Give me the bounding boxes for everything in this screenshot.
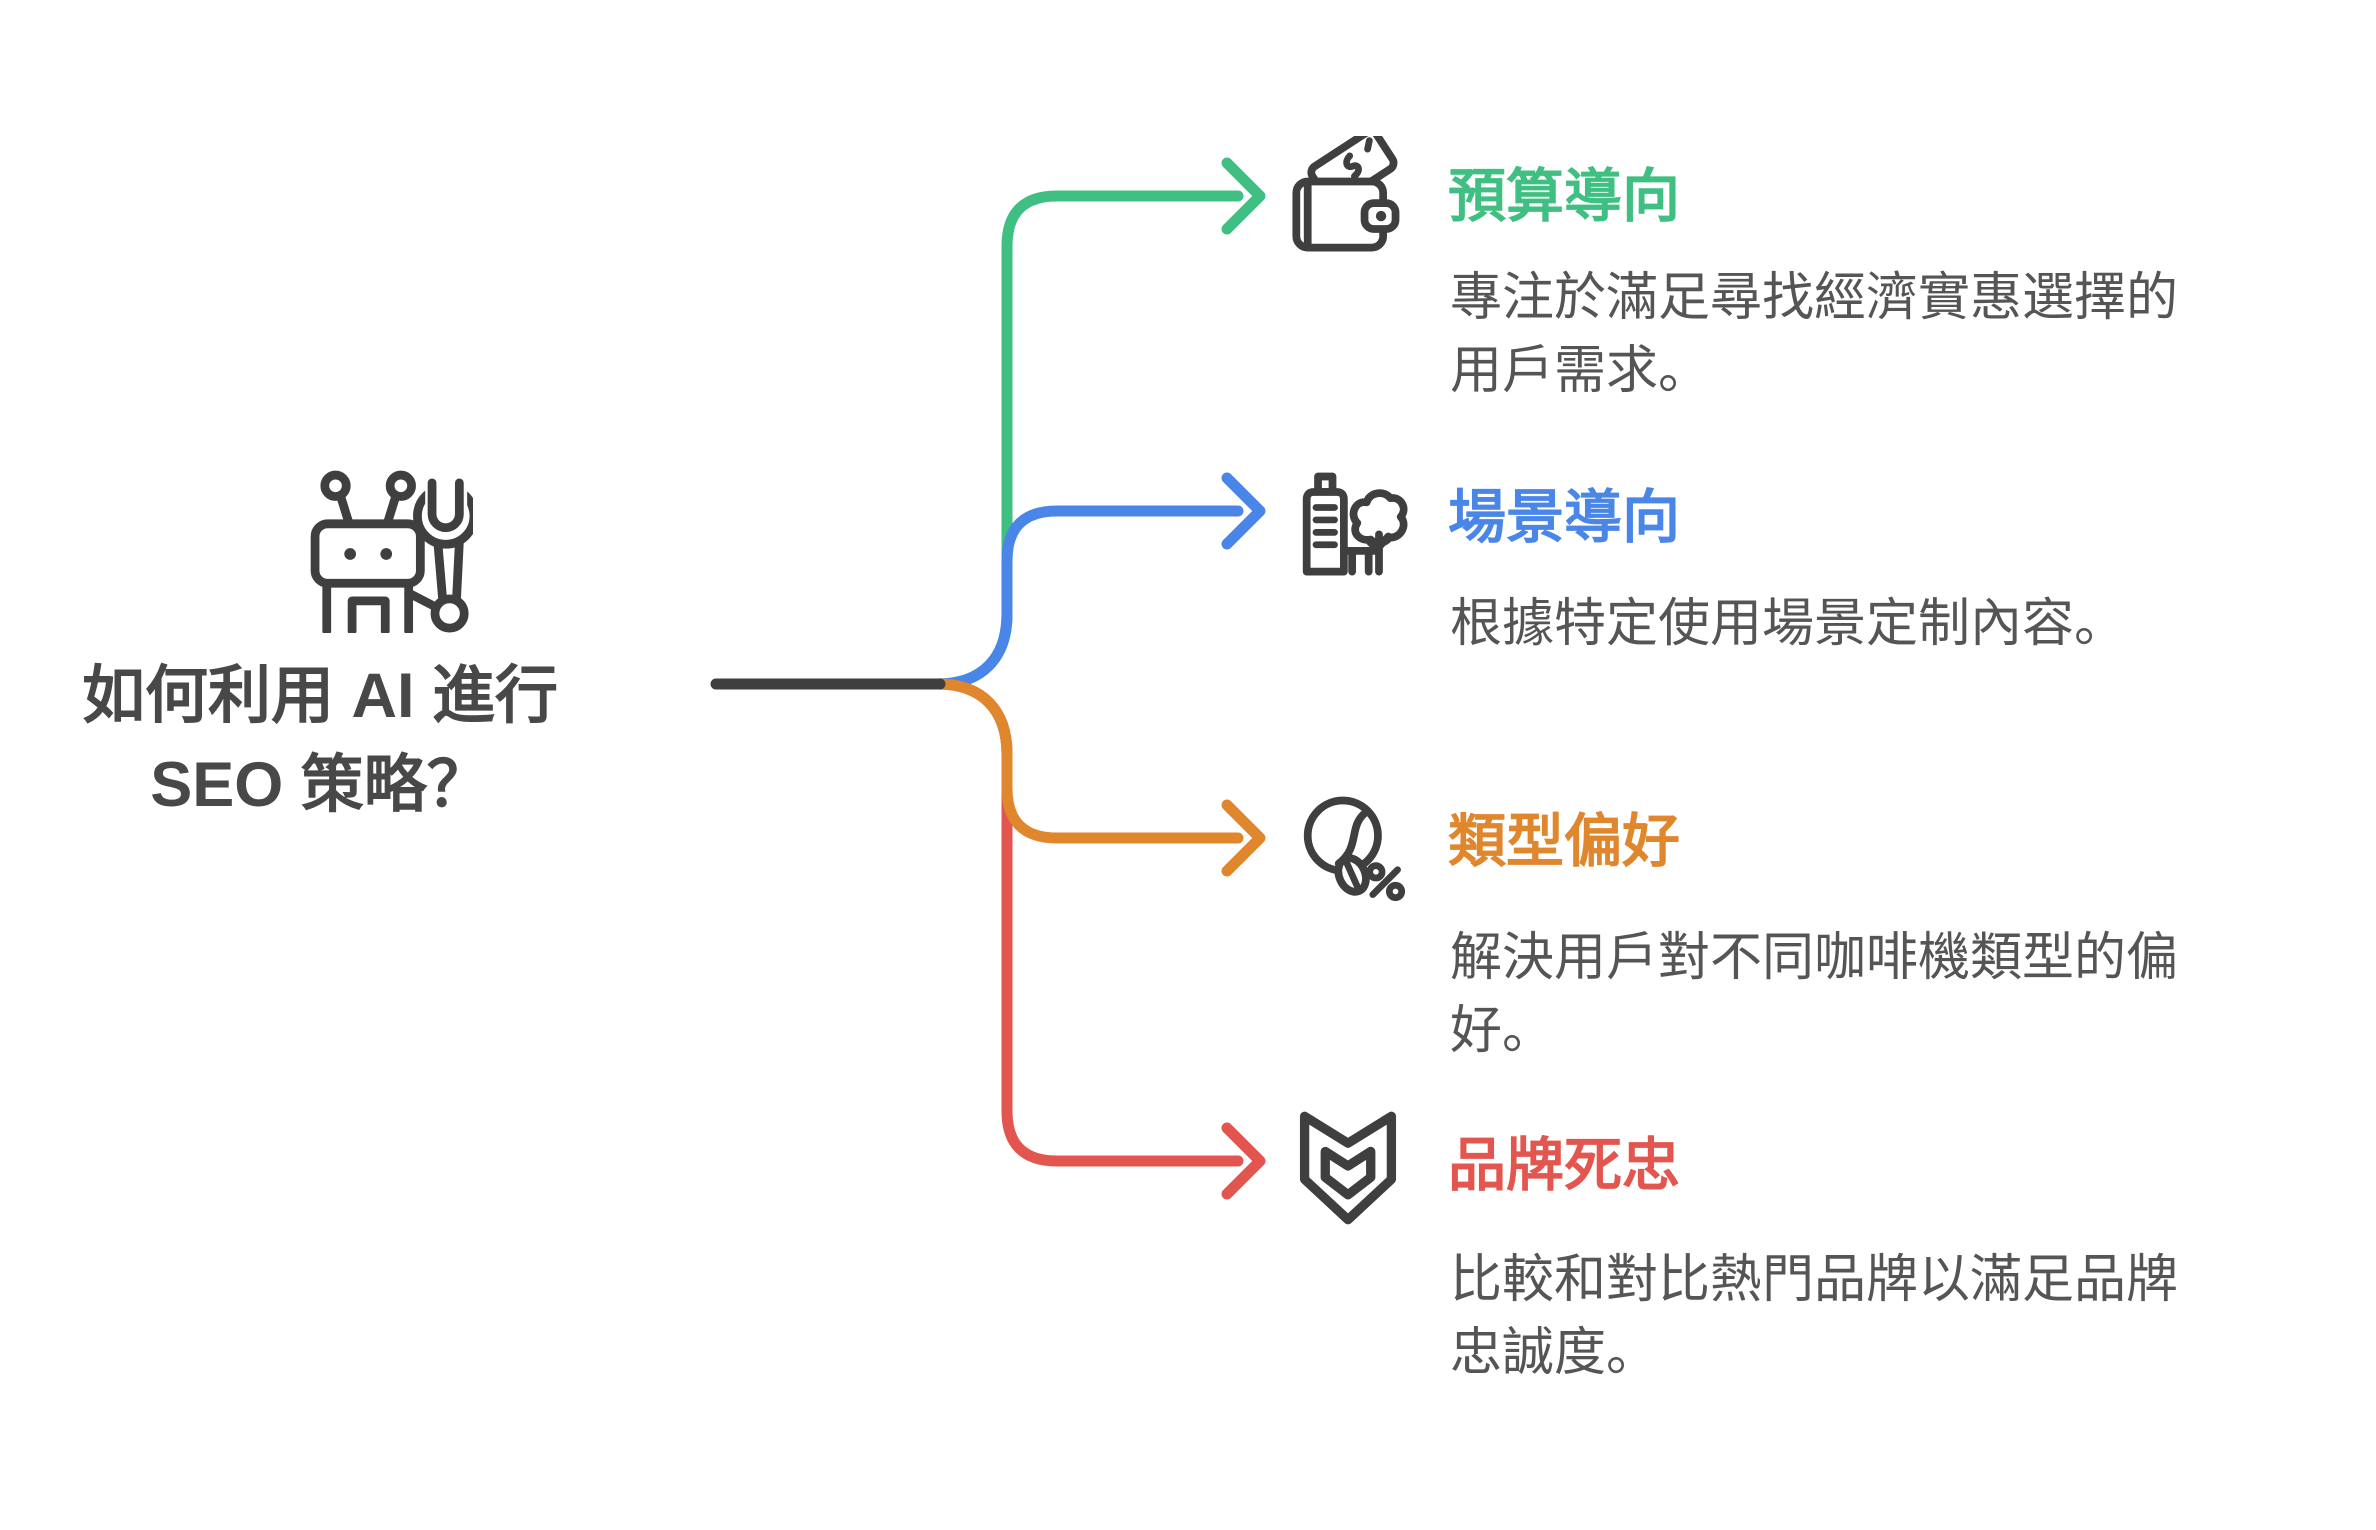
root-title: 如何利用 AI 進行 SEO 策略？ — [30, 652, 610, 830]
connector-type — [932, 678, 1244, 844]
arrow-budget-icon — [1221, 157, 1266, 235]
connector-budget — [932, 190, 1244, 690]
arrow-type-icon — [1221, 799, 1266, 877]
branch-type-icon-wrap — [1286, 784, 1410, 908]
root-title-line1: 如何利用 AI 進行 — [81, 661, 558, 731]
robot-wrench-icon — [310, 470, 479, 636]
root-title-line2: SEO 策略？ — [150, 750, 490, 820]
root-node-icon-wrap — [278, 438, 479, 636]
branch-type-label: 類型偏好 — [1448, 809, 1681, 874]
connector-brand — [932, 678, 1244, 1167]
branch-type-description: 解決用戶對不同咖啡機類型的偏好。 — [1450, 929, 2179, 1060]
wallet-money-icon — [1292, 127, 1400, 252]
branch-scenario-label: 場景導向 — [1448, 485, 1681, 550]
brand-badge-icon — [1299, 1111, 1397, 1225]
branch-scenario-description: 根據特定使用場景定制內容。 — [1450, 595, 2127, 653]
coffee-bean-percent-icon — [1303, 796, 1406, 902]
connector-scenario — [932, 505, 1244, 690]
arrow-brand-icon — [1221, 1122, 1266, 1200]
branch-brand-description: 比較和對比熱門品牌以滿足品牌忠誠度。 — [1450, 1251, 2179, 1382]
branch-brand-label: 品牌死忠 — [1448, 1133, 1681, 1198]
branch-budget-icon-wrap — [1286, 127, 1410, 260]
branch-brand-icon-wrap — [1286, 1106, 1410, 1230]
arrow-scenario-icon — [1221, 472, 1266, 550]
building-tree-icon — [1302, 472, 1408, 576]
branch-scenario-icon-wrap — [1286, 460, 1410, 584]
branch-budget-description: 專注於滿足尋找經濟實惠選擇的用戶需求。 — [1450, 269, 2179, 400]
branch-budget-label: 預算導向 — [1448, 164, 1681, 229]
